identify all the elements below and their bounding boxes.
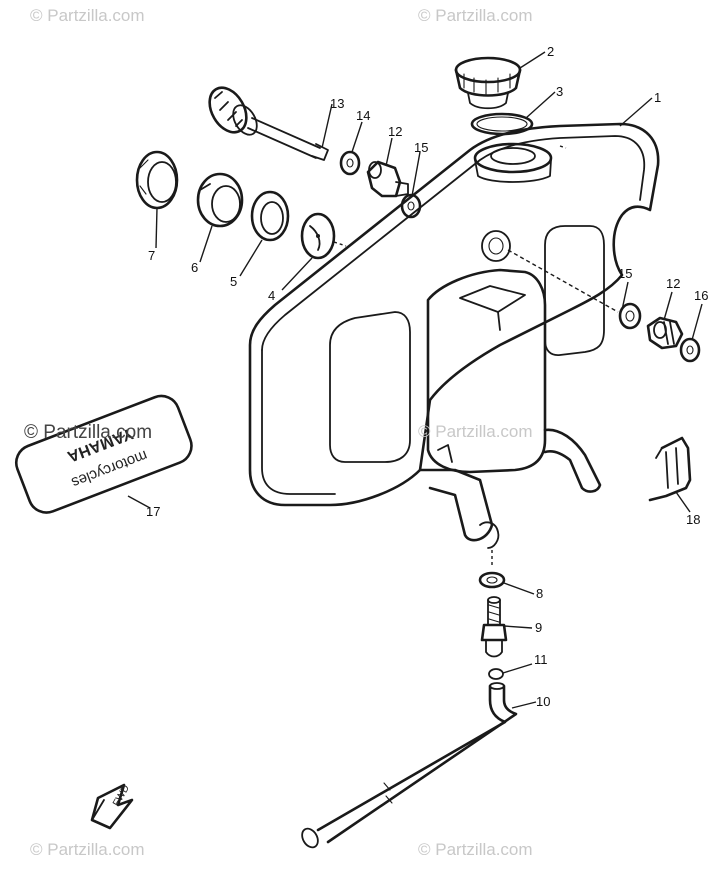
watermark-center-left: © Partzilla.com <box>24 422 153 443</box>
washer-16 <box>679 337 701 363</box>
callout-1: 1 <box>654 90 661 105</box>
gasket-5 <box>250 190 290 242</box>
callout-15-right: 15 <box>618 266 632 281</box>
callout-8: 8 <box>536 586 543 601</box>
callout-13: 13 <box>330 96 344 111</box>
callout-15-upper: 15 <box>414 140 428 155</box>
callout-12-right: 12 <box>666 276 680 291</box>
emblem-17: YAMAHA motorcycles <box>14 394 193 514</box>
callout-4: 4 <box>268 288 275 303</box>
plate-4 <box>300 212 336 260</box>
fuel-hose-10 <box>301 682 518 849</box>
callout-16: 16 <box>694 288 708 303</box>
callout-7: 7 <box>148 248 155 263</box>
washer-14 <box>339 150 361 176</box>
fitting-12-upper <box>366 160 409 198</box>
leader-lines <box>127 51 703 709</box>
filler-cap <box>454 56 522 110</box>
callout-11: 11 <box>534 652 548 667</box>
callout-18: 18 <box>686 512 700 527</box>
callout-5: 5 <box>230 274 237 289</box>
watermark-top-right: © Partzilla.com <box>418 6 533 25</box>
callout-14: 14 <box>356 108 370 123</box>
clip-18 <box>648 436 692 502</box>
callout-3: 3 <box>556 84 563 99</box>
callout-2: 2 <box>547 44 554 59</box>
washer-8 <box>478 571 506 589</box>
callout-9: 9 <box>535 620 542 635</box>
washer-15-upper <box>400 193 422 219</box>
cap-gasket <box>470 112 534 136</box>
callout-numbers: 1 2 3 4 5 6 7 8 9 10 11 12 12 13 14 15 1… <box>146 44 708 709</box>
callout-6: 6 <box>191 260 198 275</box>
washer-15-right <box>618 302 642 330</box>
fwd-arrow: FWD <box>90 783 134 830</box>
callout-17: 17 <box>146 504 160 519</box>
callout-10: 10 <box>536 694 550 709</box>
clamp-11 <box>488 668 504 680</box>
callout-12-upper: 12 <box>388 124 402 139</box>
watermark-bottom-left: © Partzilla.com <box>30 840 145 859</box>
watermark-top-left: © Partzilla.com <box>30 6 145 25</box>
watermark-center-right: © Partzilla.com <box>418 422 533 441</box>
fuel-gauge-rod <box>208 86 329 161</box>
cap-6 <box>196 172 244 228</box>
fuel-tank <box>248 122 660 549</box>
petcock-9 <box>480 596 508 658</box>
watermark-bottom-right: © Partzilla.com <box>418 840 533 859</box>
ring-7 <box>135 150 179 210</box>
fitting-12-right <box>646 316 684 350</box>
